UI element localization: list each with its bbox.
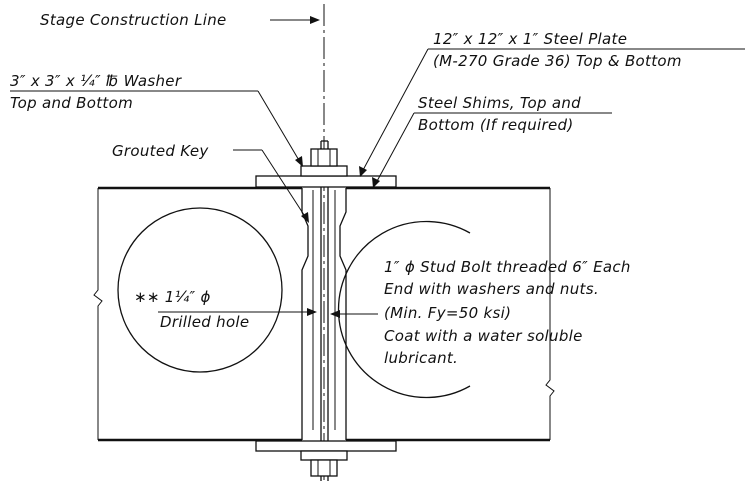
label-shims-line1: Steel Shims, Top and xyxy=(418,94,581,112)
grouted-key-joint xyxy=(301,188,347,440)
top-nut xyxy=(310,148,338,167)
label-stud-bolt-line1: 1″ ϕ Stud Bolt threaded 6″ Each xyxy=(384,258,631,276)
label-stage-construction-line: Stage Construction Line xyxy=(40,11,227,29)
bottom-washer xyxy=(300,450,348,461)
left-circular-void xyxy=(117,207,283,373)
label-grouted-key: Grouted Key xyxy=(112,142,209,160)
label-washer-line1: 3″ x 3″ x ¼″ ℔ Washer xyxy=(10,72,182,90)
label-shims-line2: Bottom (If required) xyxy=(418,116,573,134)
top-washer xyxy=(300,165,348,177)
label-stud-bolt-line5: lubricant. xyxy=(384,349,458,367)
right-circular-void xyxy=(337,220,471,399)
label-steel-plate-line2: (M-270 Grade 36) Top & Bottom xyxy=(433,52,682,70)
leader-lines xyxy=(10,16,745,318)
left-slab xyxy=(93,186,302,442)
top-plate-assembly xyxy=(255,140,397,188)
label-stud-bolt-line4: Coat with a water soluble xyxy=(384,327,583,345)
label-stud-bolt-line3: (Min. Fy=50 ksi) xyxy=(384,304,511,322)
label-drilled-hole: Drilled hole xyxy=(160,313,249,331)
stud-bolt xyxy=(320,148,329,474)
label-washer-line2: Top and Bottom xyxy=(10,94,133,112)
bottom-steel-plate xyxy=(255,440,397,452)
bottom-plate-assembly xyxy=(255,440,397,481)
bottom-nut xyxy=(310,459,338,477)
label-steel-plate-line1: 12″ x 12″ x 1″ Steel Plate xyxy=(433,30,627,48)
label-stud-bolt-line2: End with washers and nuts. xyxy=(384,280,599,298)
right-slab xyxy=(337,186,555,442)
label-drilled-hole-size: ∗∗ 1¼″ ϕ xyxy=(134,288,211,306)
